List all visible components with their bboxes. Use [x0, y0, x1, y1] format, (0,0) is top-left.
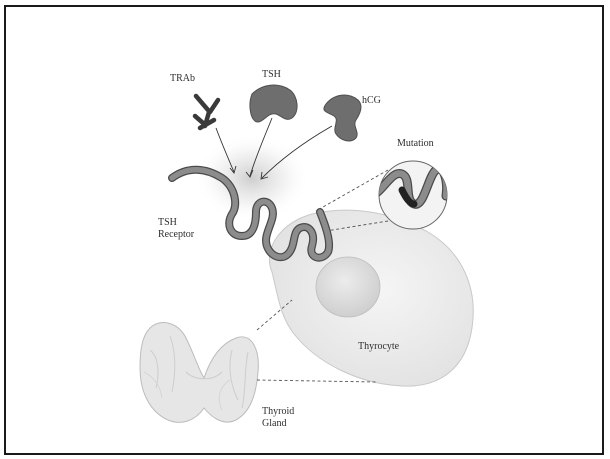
label-gland-line1: Thyroid	[262, 406, 294, 417]
thyrocyte-nucleus	[316, 257, 380, 317]
label-hcg: hCG	[362, 95, 381, 106]
thyroid-gland	[140, 323, 258, 423]
label-gland-line2: Gland	[262, 418, 286, 429]
antibody-icon	[195, 96, 218, 128]
label-thyrocyte: Thyrocyte	[358, 341, 400, 352]
label-trab: TRAb	[170, 73, 195, 84]
label-tsh: TSH	[262, 69, 281, 80]
hcg-hormone-icon	[324, 95, 361, 141]
label-receptor-line1: TSH	[158, 217, 177, 228]
label-mutation: Mutation	[397, 138, 434, 149]
label-receptor-line2: Receptor	[158, 229, 195, 240]
tsh-hormone-icon	[250, 85, 297, 122]
binding-site-glow	[194, 134, 310, 222]
